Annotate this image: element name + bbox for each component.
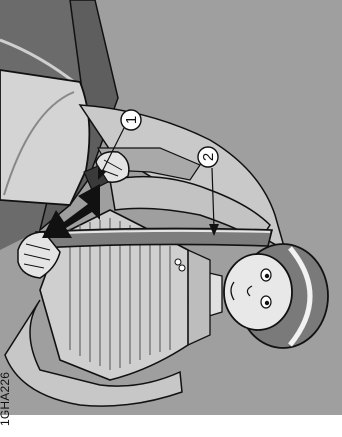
shirt-button: [179, 265, 185, 271]
bottom-margin: [0, 415, 342, 437]
callout-1-number: 1: [123, 116, 140, 124]
headrest: [0, 70, 89, 205]
shirt-button: [175, 259, 181, 265]
image-code-label: 1GHA226: [0, 372, 12, 426]
passenger-face: [224, 254, 292, 330]
callout-2-number: 2: [200, 153, 217, 161]
